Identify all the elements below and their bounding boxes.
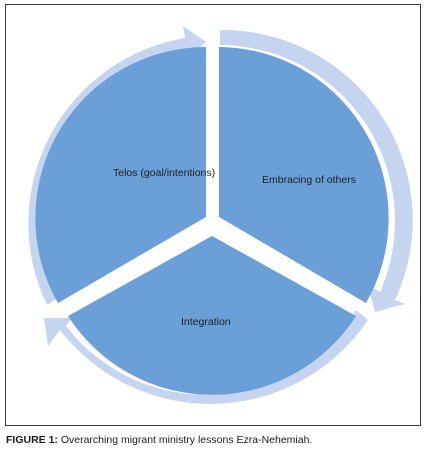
- cycle-segments: [35, 47, 389, 395]
- arrow-bottom: [44, 310, 368, 404]
- segment-label-embracing: Embracing of others: [262, 174, 356, 186]
- segment-label-integration: Integration: [181, 316, 231, 328]
- segment-embracing: [219, 47, 389, 303]
- segment-label-telos: Telos (goal/intentions): [113, 167, 215, 179]
- cycle-diagram: Telos (goal/intentions) Embracing of oth…: [28, 26, 413, 404]
- caption-label: FIGURE 1:: [6, 434, 58, 446]
- arrow-right: [220, 29, 413, 313]
- figure-caption: FIGURE 1: Overarching migrant ministry l…: [6, 434, 312, 446]
- segment-integration: [68, 236, 356, 395]
- segment-telos: [35, 47, 206, 303]
- caption-text: Overarching migrant ministry lessons Ezr…: [60, 434, 313, 446]
